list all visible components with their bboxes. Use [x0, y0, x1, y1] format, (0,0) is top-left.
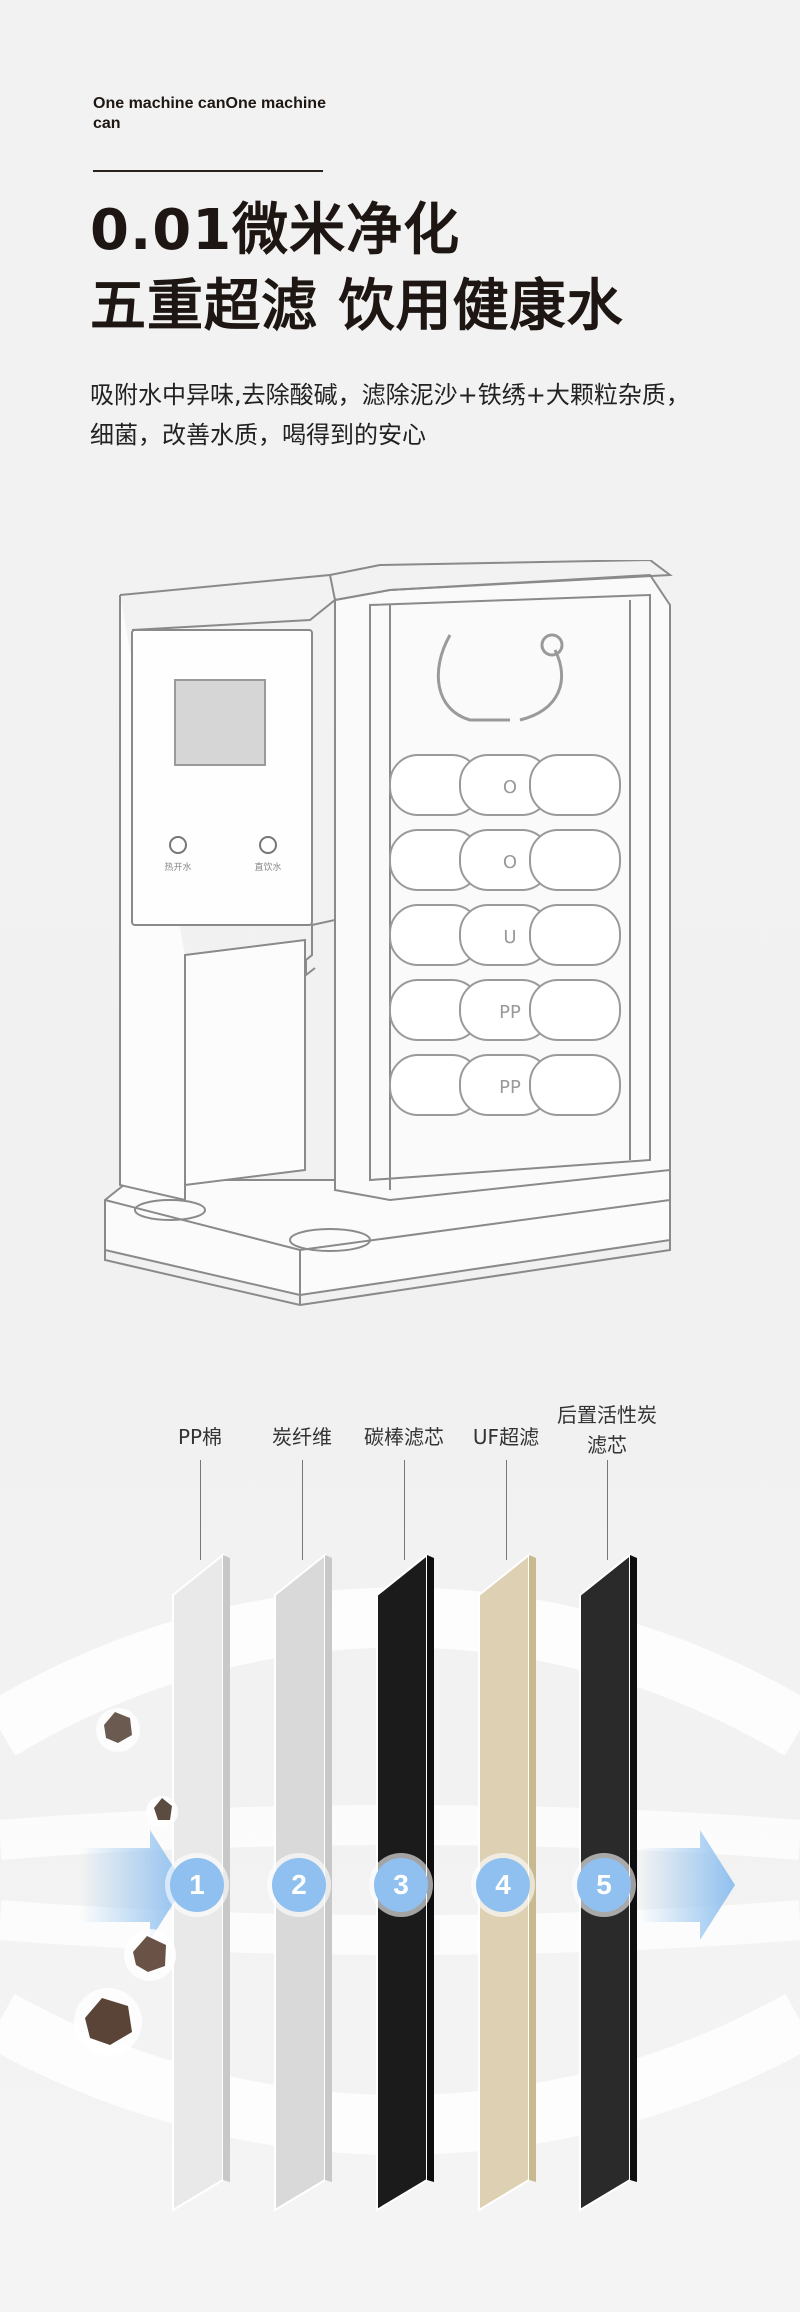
- filter-number-badge: 4: [476, 1858, 530, 1912]
- filter-label: 后置活性炭滤芯: [547, 1400, 667, 1460]
- divider-rule: [93, 170, 323, 172]
- impurity-particles: [74, 1708, 178, 2056]
- filter-leader-line: [506, 1460, 507, 1560]
- filter-number-badge: 2: [272, 1858, 326, 1912]
- water-dispenser-illustration: 热开水 直饮水 O O U PP PP: [104, 560, 673, 1307]
- filter-panel-edge: [529, 1555, 536, 2182]
- headline-line-2: 五重超滤 饮用健康水: [90, 274, 624, 339]
- filter-flow-graphic: [0, 1552, 800, 2212]
- hot-water-button-label: 热开水: [164, 861, 191, 873]
- cartridge-mark: PP: [499, 1002, 521, 1023]
- outlet-arrow: [640, 1830, 735, 1940]
- cartridge: O: [389, 829, 621, 891]
- filter-label: 炭纤维: [242, 1422, 362, 1452]
- filter-label-line-2: 滤芯: [587, 1433, 627, 1457]
- filter-label: UF超滤: [446, 1422, 566, 1452]
- cartridge: U: [389, 904, 621, 966]
- filter-leader-line: [404, 1460, 405, 1560]
- filter-label-line-1: 后置活性炭: [557, 1403, 657, 1427]
- eyebrow-text: One machine canOne machine can: [93, 95, 326, 132]
- cartridge-mark: PP: [499, 1077, 521, 1098]
- direct-water-button-label: 直饮水: [254, 861, 281, 873]
- cartridge: PP: [389, 979, 621, 1041]
- filter-panel-edge: [630, 1555, 637, 2182]
- cartridge-mark: O: [503, 852, 517, 873]
- filter-leader-line: [607, 1460, 608, 1560]
- filter-number-badge: 3: [374, 1858, 428, 1912]
- filter-label-line-1: 碳棒滤芯: [364, 1425, 444, 1449]
- filter-label-line-1: 炭纤维: [272, 1425, 332, 1449]
- cartridge-mark: U: [503, 927, 516, 948]
- filter-leader-line: [200, 1460, 201, 1560]
- description-line-2: 细菌，改善水质，喝得到的安心: [90, 421, 426, 449]
- filter-cartridges: O O U PP PP: [389, 754, 621, 1116]
- filter-label-line-1: UF超滤: [472, 1425, 540, 1449]
- filter-label: 碳棒滤芯: [344, 1422, 464, 1452]
- filter-panel-edge: [223, 1555, 230, 2182]
- description-line-1: 吸附水中异味,去除酸碱，滤除泥沙+铁绣+大颗粒杂质，: [90, 381, 690, 409]
- filter-number-badge: 1: [170, 1858, 224, 1912]
- cartridge: O: [389, 754, 621, 816]
- filter-panel-edge: [325, 1555, 332, 2182]
- inlet-arrow: [80, 1830, 185, 1940]
- filter-panel-edge: [427, 1555, 434, 2182]
- cartridge-mark: O: [503, 777, 517, 798]
- filter-number-badge: 5: [577, 1858, 631, 1912]
- description: 吸附水中异味,去除酸碱，滤除泥沙+铁绣+大颗粒杂质， 细菌，改善水质，喝得到的安…: [90, 375, 770, 455]
- filter-leader-line: [302, 1460, 303, 1560]
- cartridge: PP: [389, 1054, 621, 1116]
- filter-layers-section: PP棉 1 炭纤维 2 碳棒滤芯 3 UF超滤 4 后置活性炭滤芯 5: [0, 1400, 800, 2312]
- filter-label-line-1: PP棉: [177, 1425, 223, 1449]
- filter-label: PP棉: [140, 1422, 260, 1452]
- headline-line-1: 0.01微米净化: [90, 198, 461, 263]
- headline: 0.01微米净化 五重超滤 饮用健康水: [90, 193, 624, 345]
